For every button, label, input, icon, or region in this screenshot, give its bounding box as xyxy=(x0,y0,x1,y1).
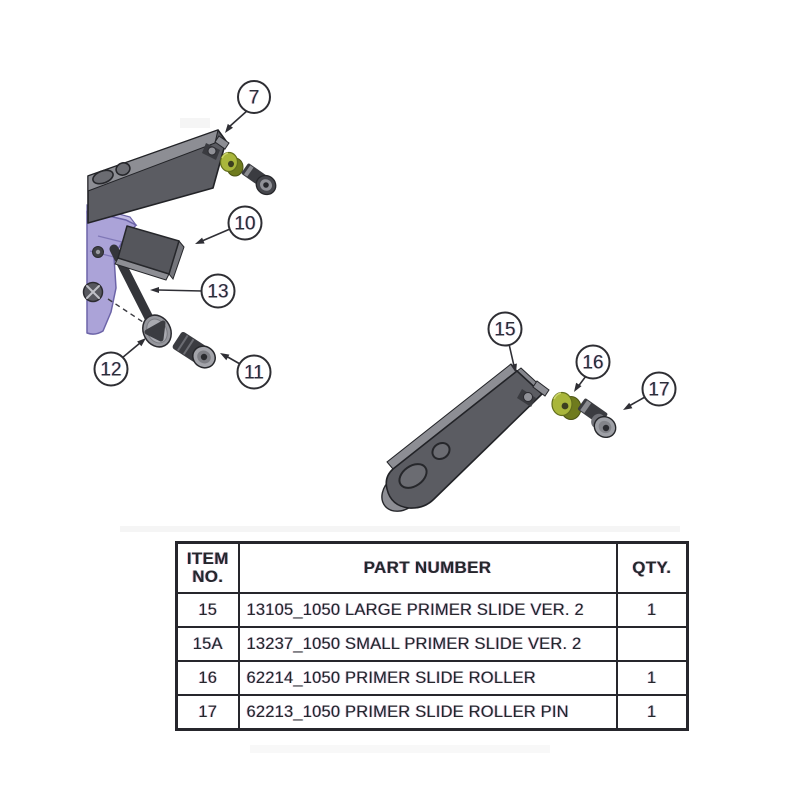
item-no-cell: 17 xyxy=(175,694,240,731)
leader-7 xyxy=(228,109,249,128)
callout-balloons: 7 10 13 12 11 15 xyxy=(93,80,677,407)
leader-11 xyxy=(225,355,241,365)
cam-block xyxy=(114,225,185,281)
leader-12 xyxy=(121,342,141,359)
slide-round-hole xyxy=(115,162,131,176)
slide-slot-hole xyxy=(398,463,428,489)
leader-arrowheads xyxy=(137,123,633,410)
balloon-13-label: 13 xyxy=(207,282,228,303)
col-header-item-no: ITEM NO. xyxy=(175,541,240,594)
left-primer-slide xyxy=(87,129,230,224)
balloon-11-label: 11 xyxy=(244,363,264,384)
phillips-screw xyxy=(82,281,104,303)
balloon-13: 13 xyxy=(200,273,236,309)
cam-washer xyxy=(142,314,172,348)
leader-15 xyxy=(508,343,515,367)
slide-slot-hole xyxy=(92,169,114,185)
qty-cell xyxy=(615,626,689,662)
roller-boss xyxy=(523,392,533,402)
part-number-cell: 62213_1050 PRIMER SLIDE ROLLER PIN xyxy=(237,694,618,731)
slide-tab xyxy=(214,135,230,150)
item-no-cell: 15A xyxy=(175,626,240,662)
balloon-15-label: 15 xyxy=(494,320,515,341)
scan-artifacts xyxy=(120,118,680,753)
leader-17 xyxy=(628,396,646,407)
col-header-qty: QTY. xyxy=(615,541,689,594)
balloon-16: 16 xyxy=(575,344,611,380)
right-primer-slide xyxy=(381,363,550,512)
table-header-row: ITEM NO. PART NUMBER QTY. xyxy=(175,541,689,594)
leader-10 xyxy=(201,228,231,242)
roller-boss xyxy=(207,146,217,156)
balloon-17-label: 17 xyxy=(648,380,669,401)
table-row: 15 13105_1050 LARGE PRIMER SLIDE VER. 2 … xyxy=(175,592,689,628)
qty-cell: 1 xyxy=(615,694,689,731)
roller-pin-left xyxy=(241,163,277,196)
col-header-part-number: PART NUMBER xyxy=(237,541,618,594)
balloon-17: 17 xyxy=(641,371,677,407)
part-number-cell: 62214_1050 PRIMER SLIDE ROLLER xyxy=(237,660,618,696)
qty-cell: 1 xyxy=(615,660,689,696)
primer-slide-roller-left xyxy=(219,151,244,177)
balloon-7: 7 xyxy=(237,80,271,114)
item-no-cell: 16 xyxy=(175,660,240,696)
cam-roller-bolt xyxy=(172,331,216,369)
leader-lines xyxy=(121,109,646,407)
balloon-15: 15 xyxy=(487,311,523,347)
slide-round-hole xyxy=(431,441,451,461)
balloon-16-label: 16 xyxy=(582,353,603,374)
part-number-cell: 13105_1050 LARGE PRIMER SLIDE VER. 2 xyxy=(237,592,618,628)
balloon-7-label: 7 xyxy=(249,88,260,109)
part-number-cell: 13237_1050 SMALL PRIMER SLIDE VER. 2 xyxy=(237,626,618,662)
primer-slide-roller xyxy=(551,391,582,420)
slide-tab xyxy=(532,380,550,397)
table-row: 15A 13237_1050 SMALL PRIMER SLIDE VER. 2 xyxy=(175,626,689,662)
balloon-12-label: 12 xyxy=(100,360,121,381)
table-row: 17 62213_1050 PRIMER SLIDE ROLLER PIN 1 xyxy=(175,694,689,731)
table-row: 16 62214_1050 PRIMER SLIDE ROLLER 1 xyxy=(175,660,689,696)
item-no-cell: 15 xyxy=(175,592,240,628)
leader-13 xyxy=(157,289,203,292)
balloon-10: 10 xyxy=(227,205,263,241)
balloon-12: 12 xyxy=(93,351,129,387)
qty-cell: 1 xyxy=(615,592,689,628)
parts-table: ITEM NO. PART NUMBER QTY. 15 13105_1050 … xyxy=(175,541,689,731)
balloon-11: 11 xyxy=(236,354,272,390)
balloon-10-label: 10 xyxy=(234,214,255,235)
alignment-axis-dashed-line xyxy=(107,298,147,325)
roller-pin xyxy=(577,398,617,439)
